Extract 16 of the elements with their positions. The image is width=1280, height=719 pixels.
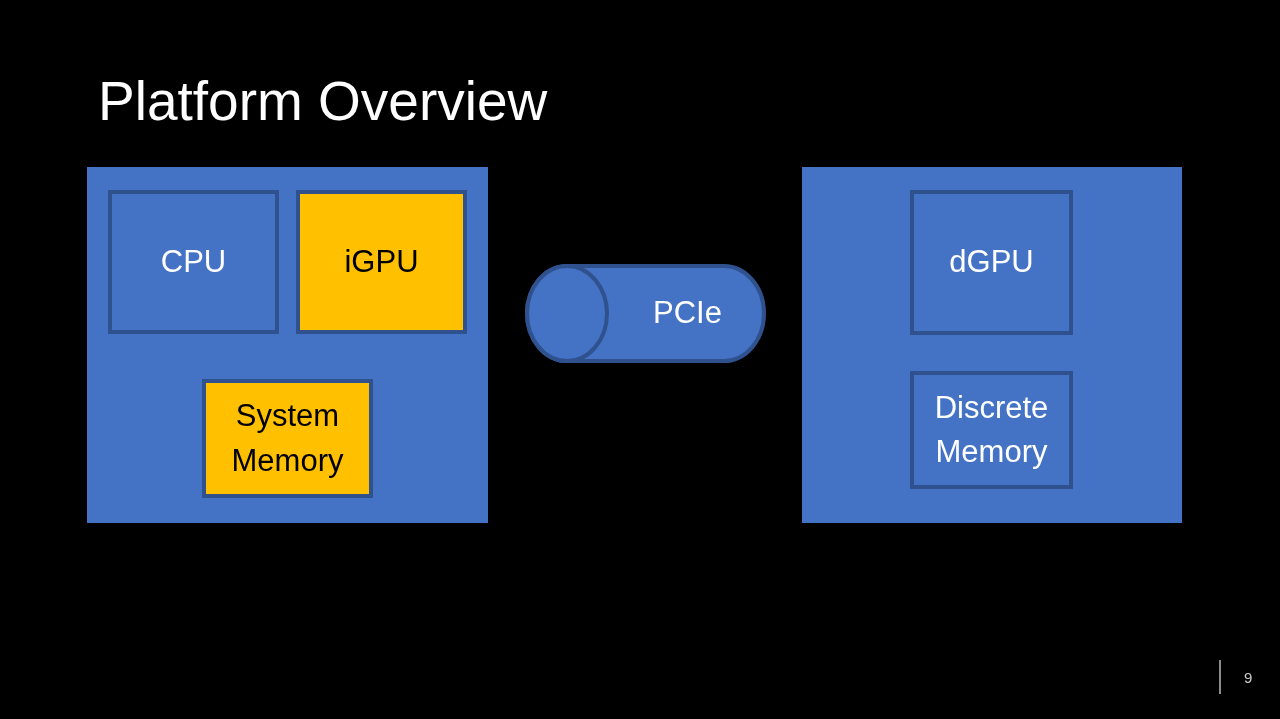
slide-title: Platform Overview [98, 74, 548, 129]
page-number: 9 [1244, 670, 1253, 685]
component-box [910, 190, 1073, 335]
card-panel [802, 167, 1182, 523]
box-label: CPU [160, 243, 227, 281]
box-label: Discrete Memory [933, 389, 1050, 471]
box-label: iGPU [344, 243, 419, 281]
bus-cylinder [525, 264, 766, 363]
memory-box [202, 379, 373, 498]
package-panel [87, 167, 488, 523]
box-label: dGPU [949, 243, 1034, 282]
component-box [296, 190, 467, 334]
box-label: PCIe [653, 294, 722, 333]
box-label: System Memory [230, 397, 345, 480]
memory-box [910, 371, 1073, 489]
component-box [108, 190, 279, 334]
